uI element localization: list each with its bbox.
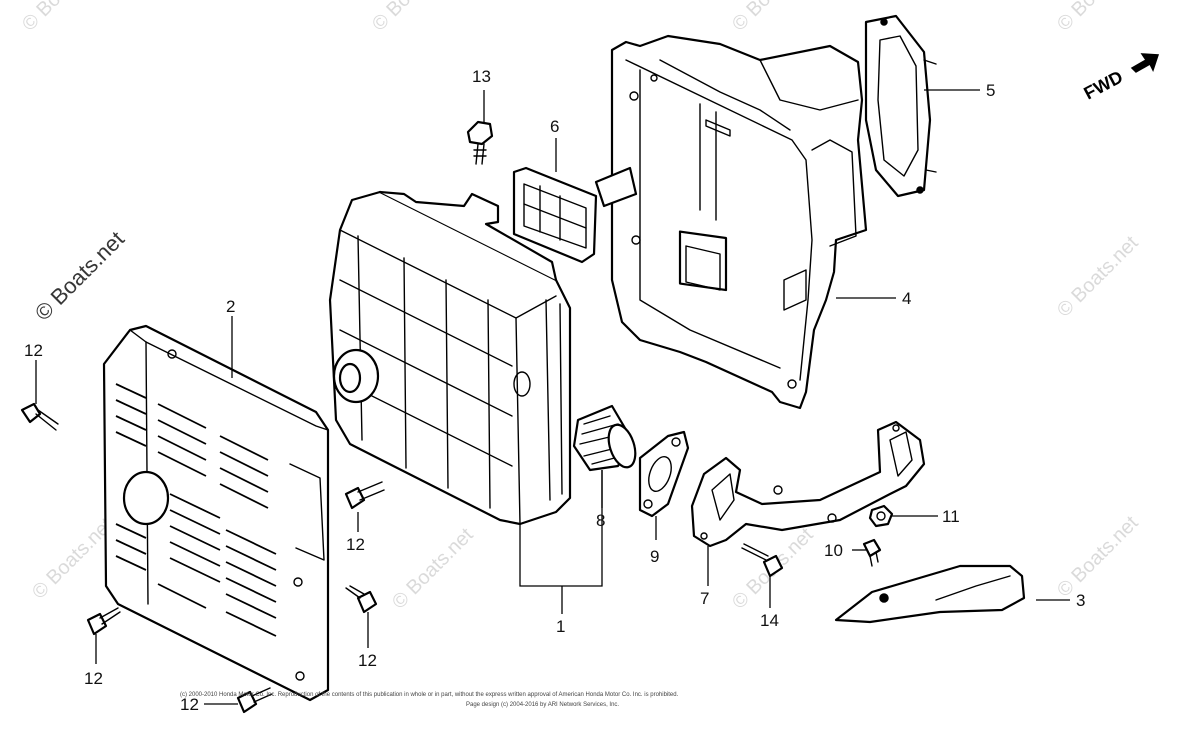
watermark-text: © Boats.net [368,0,458,36]
callout-14: 14 [760,611,779,630]
bolt-12c-icon [345,585,378,614]
watermark-text: © Boats.net [18,0,108,36]
callout-13: 13 [472,67,491,86]
callout-5: 5 [986,81,995,100]
nut-11-icon [868,504,894,528]
callout-9: 9 [650,547,659,566]
bolt-13-icon [466,120,494,165]
bolt-12a-icon [20,402,59,431]
callout-numbers: 13 6 5 4 2 3 1 8 9 7 11 10 14 12 12 12 1… [24,67,1085,714]
callout-11: 11 [942,507,960,526]
part-heat-shield [834,564,1026,624]
bolt-12b-icon [344,481,385,510]
part-muffler-body [328,190,572,526]
callout-4: 4 [902,289,911,308]
callout-12: 12 [346,535,365,554]
fastener-bolts [20,120,894,714]
watermark-logo-text: © Boats.net [30,226,129,325]
part-muffler-protector [594,34,868,410]
callout-12: 12 [84,669,103,688]
part-screen-tube [572,404,637,472]
watermark-text: © Boats.net [1053,0,1143,36]
watermark-text: © Boats.net [388,524,478,614]
watermark-text: © Boats.net [1053,232,1143,322]
callout-12: 12 [24,341,43,360]
callout-10: 10 [824,541,843,560]
callout-2: 2 [226,297,235,316]
forward-direction-indicator: FWD [1080,53,1160,104]
grille-slots [115,383,277,637]
leader-lines [35,89,1070,705]
callout-12: 12 [180,695,199,714]
fwd-label: FWD [1080,67,1126,104]
callout-6: 6 [550,117,559,136]
callout-3: 3 [1076,591,1085,610]
bolt-12d-icon [86,607,121,636]
part-muffler-cover [102,324,330,702]
bolt-12e-icon [236,687,273,714]
part-exhaust-pipe [690,420,926,548]
part-flange-gasket [638,430,690,518]
bolt-10-icon [862,538,882,567]
fwd-arrow-icon [1130,53,1160,73]
callout-1: 1 [556,617,565,636]
callout-12: 12 [358,651,377,670]
bolt-14-icon [741,543,784,578]
copyright-line-1: (c) 2000-2010 Honda Motor Co. Inc. Repro… [180,692,679,698]
callout-7: 7 [700,589,709,608]
copyright-notice: (c) 2000-2010 Honda Motor Co. Inc. Repro… [180,692,679,708]
part-exhaust-gasket [864,14,937,198]
copyright-line-2: Page design (c) 2004-2016 by ARI Network… [466,702,619,708]
watermark-text: © Boats.net [1053,512,1143,602]
watermark-text: © Boats.net [728,0,818,36]
callout-8: 8 [596,511,605,530]
part-spark-arrester [512,166,598,264]
